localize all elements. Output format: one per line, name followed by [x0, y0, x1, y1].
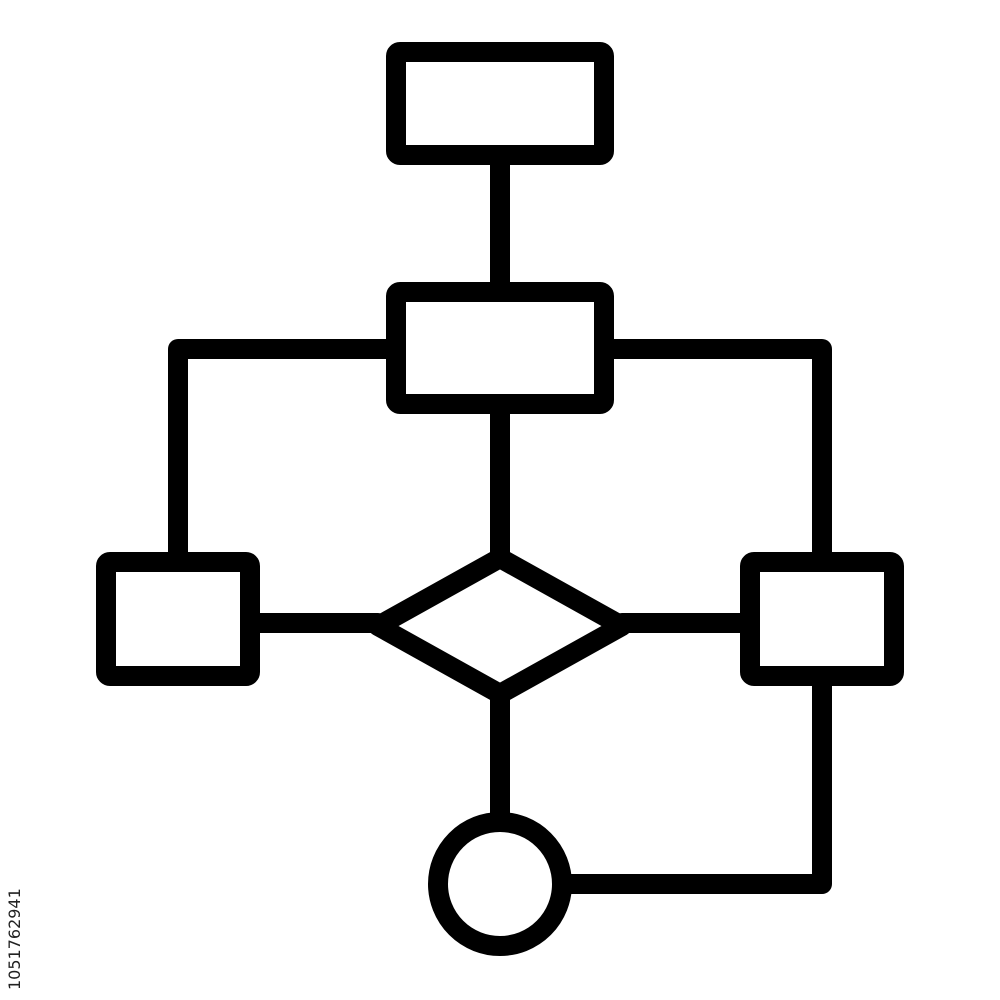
middle-process-box — [386, 282, 614, 414]
connector-middle-to-right-box — [600, 339, 832, 570]
decision-diamond — [368, 548, 632, 704]
terminal-circle — [428, 812, 572, 956]
connector-middle-to-left-box — [168, 339, 400, 570]
right-process-box — [740, 552, 904, 686]
left-process-box — [96, 552, 260, 686]
connector-right-box-to-circle — [556, 670, 832, 894]
stock-image-id: 1051762941 — [5, 888, 24, 990]
top-process-box — [386, 42, 614, 165]
